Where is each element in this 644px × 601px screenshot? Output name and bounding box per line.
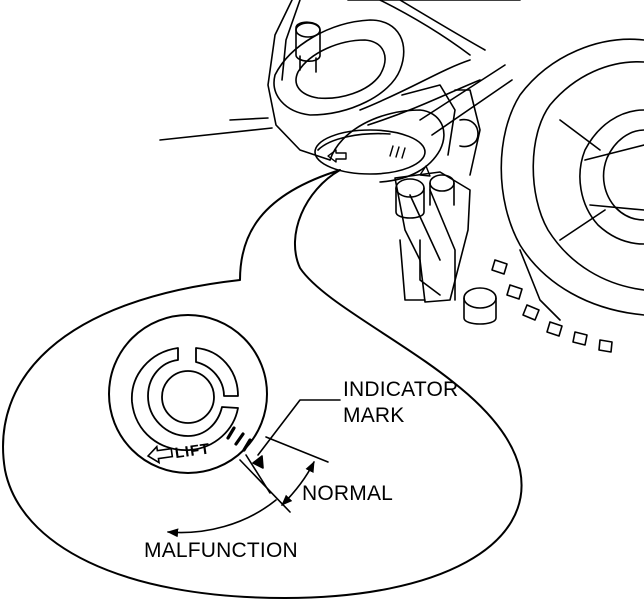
indicator-triangle xyxy=(252,455,264,469)
normal-label: NORMAL xyxy=(302,482,394,505)
dial-lift-label: LIFT xyxy=(146,440,212,465)
callout-balloon xyxy=(2,169,523,599)
indicator-mark-label-line1: INDICATOR xyxy=(343,378,459,401)
dial-tick-marks xyxy=(226,426,252,452)
normal-boundary-line-2 xyxy=(265,436,329,463)
malfunction-arrow xyxy=(166,499,277,538)
enlarged-dial xyxy=(108,314,268,474)
malfunction-label: MALFUNCTION xyxy=(144,539,298,562)
indicator-leader xyxy=(257,399,341,456)
engine-illustration xyxy=(159,0,644,353)
engine-dial-marking xyxy=(327,145,431,177)
dial-lift-text: LIFT xyxy=(174,440,212,462)
indicator-mark-label-line2: MARK xyxy=(343,404,405,427)
normal-range-arrow xyxy=(281,460,315,506)
